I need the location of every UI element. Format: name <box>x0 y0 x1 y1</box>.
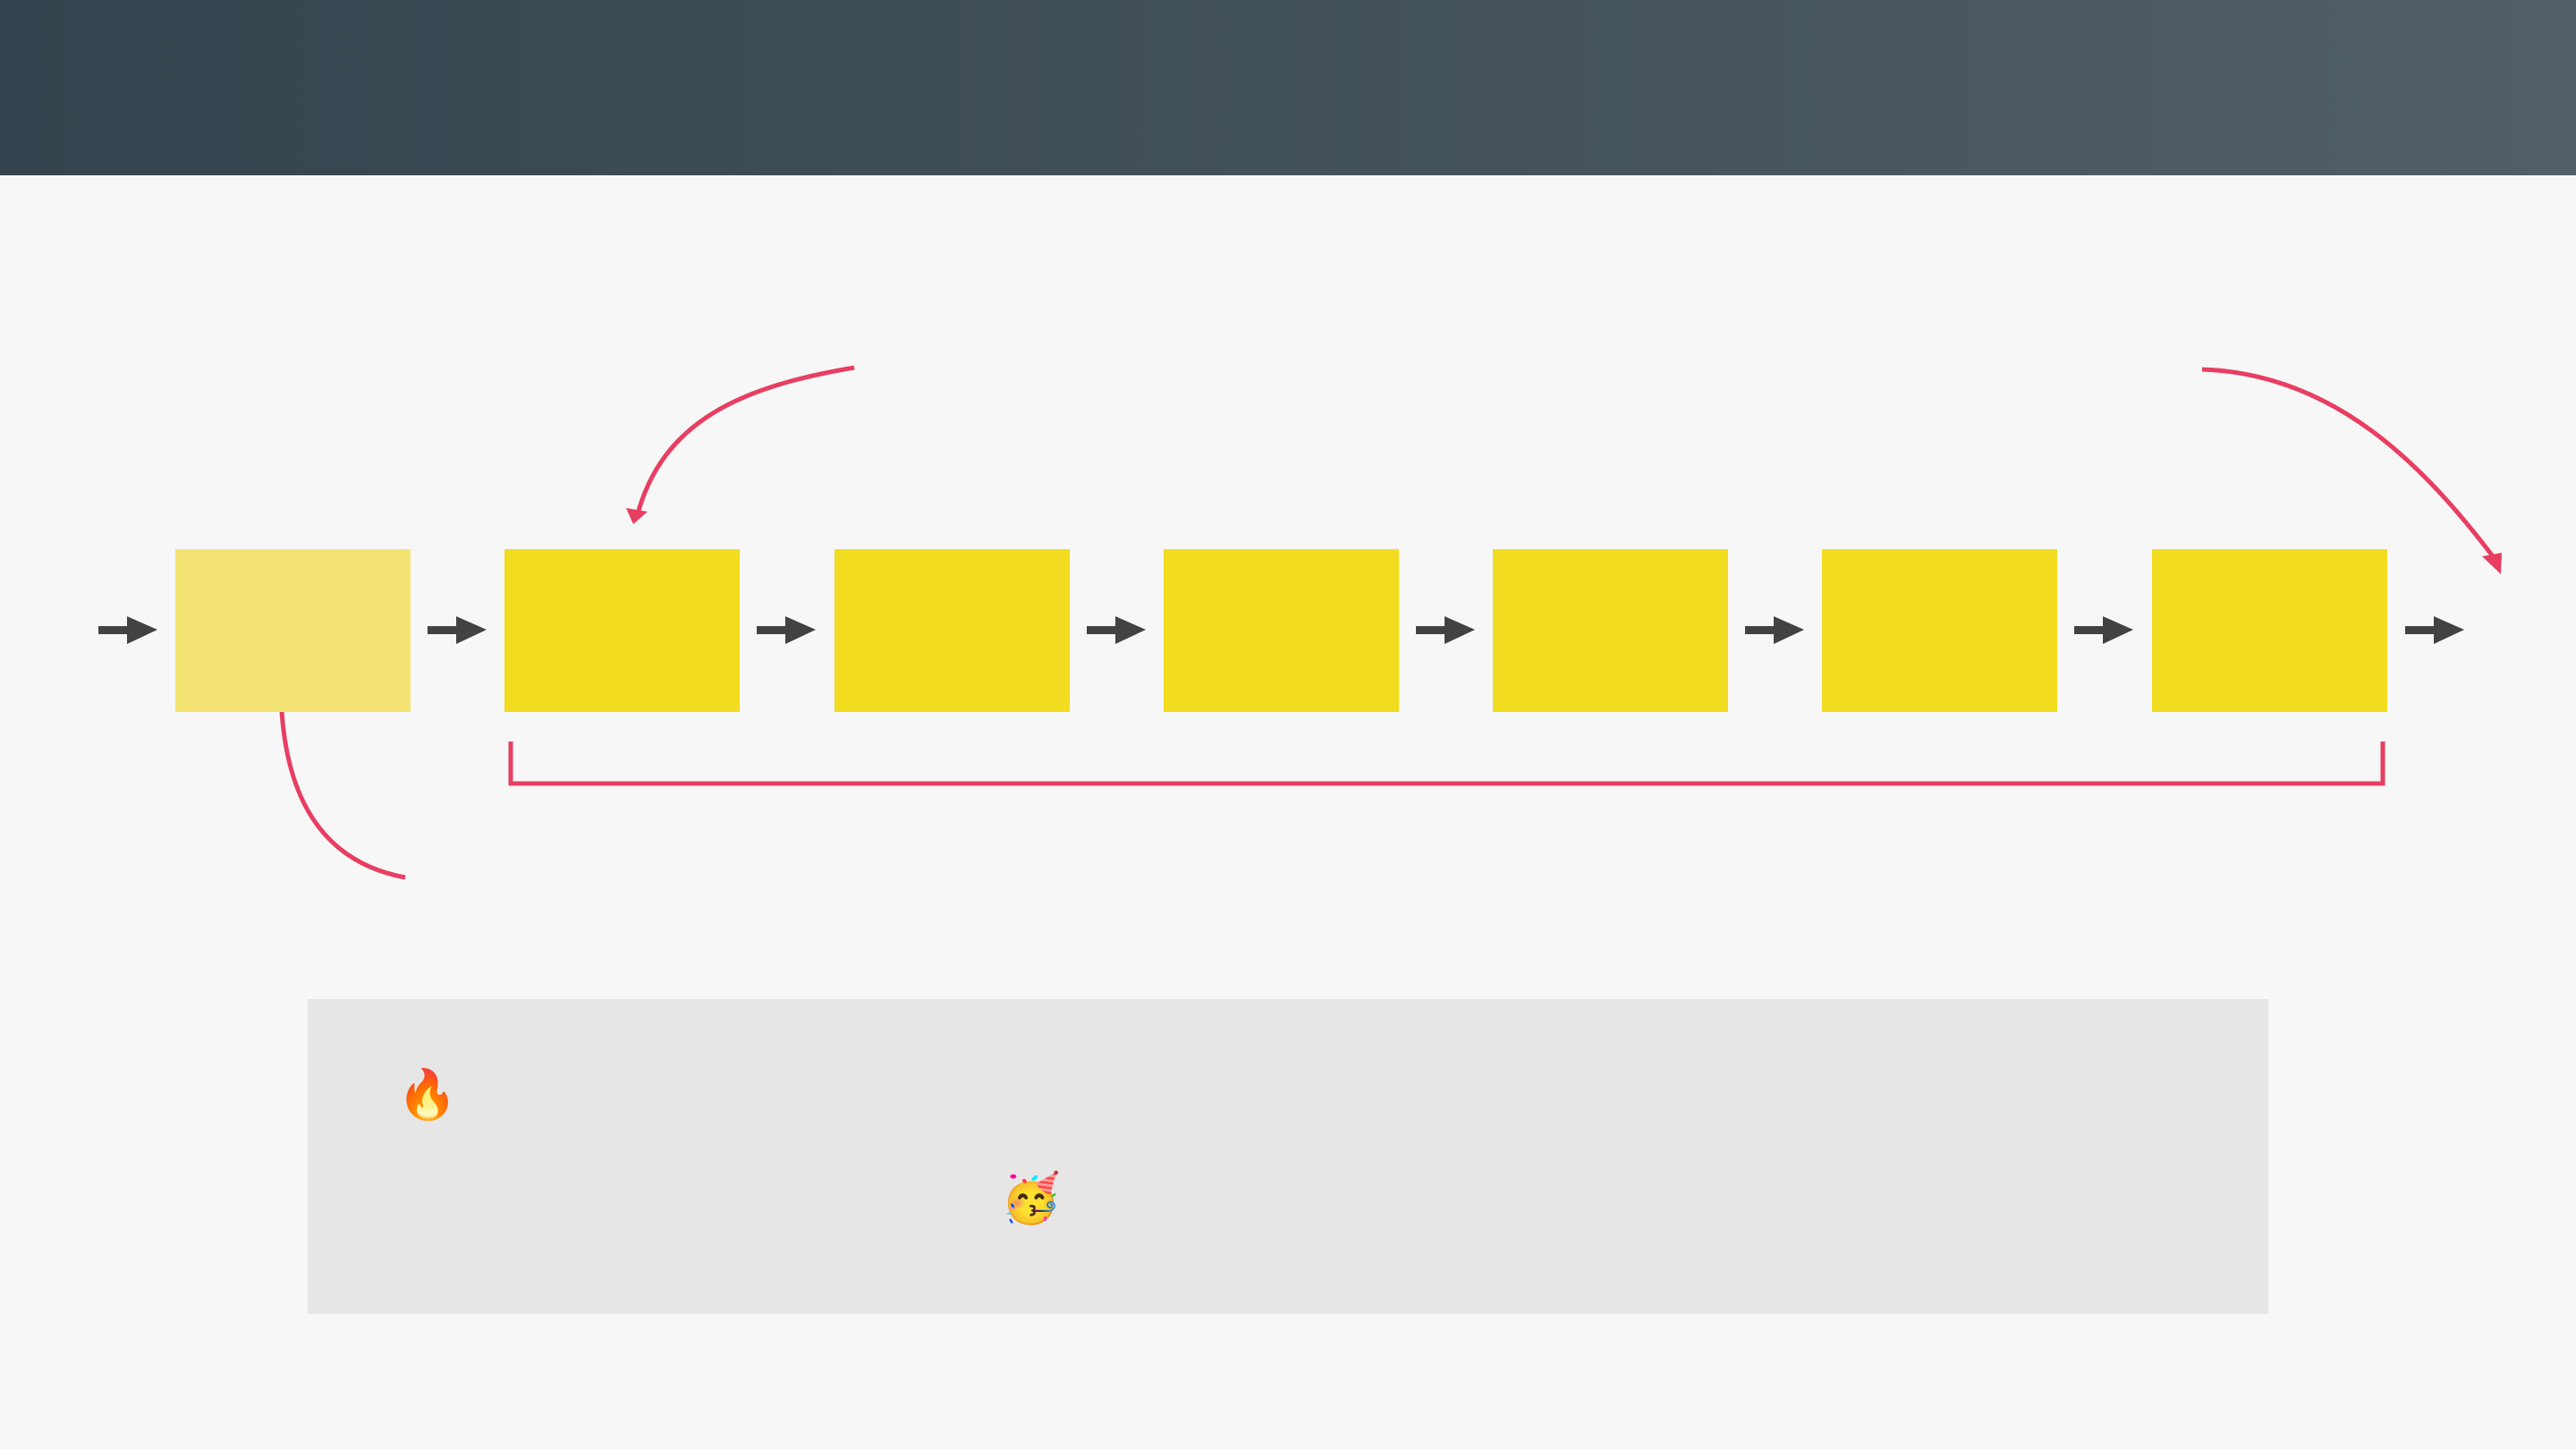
connector-arrow <box>2405 616 2464 644</box>
annotation-arrowhead-to-tail <box>2482 553 2502 574</box>
connector-arrow <box>1087 616 1146 644</box>
connector-arrow <box>757 616 816 644</box>
queue-block <box>504 549 740 712</box>
connector-arrow <box>1416 616 1475 644</box>
queue-block <box>1822 549 2057 712</box>
annotation-arrow-to-tail <box>2201 367 2497 562</box>
queue-block <box>1493 549 1728 712</box>
queue-block-removed <box>175 549 411 712</box>
queue-block <box>835 549 1070 712</box>
queue-bracket <box>508 741 2385 786</box>
annotation-arrowhead-to-head <box>626 508 648 524</box>
fire-icon: 🔥 <box>397 1066 458 1123</box>
connector-arrow <box>98 616 157 644</box>
header-bar <box>0 0 2576 175</box>
queue-block <box>1164 549 1399 712</box>
party-face-icon: 🥳 <box>1001 1170 1062 1226</box>
note-panel: 🔥 🥳 <box>308 999 2268 1314</box>
queue-block <box>2152 549 2387 712</box>
connector-arrow <box>2074 616 2133 644</box>
connector-arrow <box>1745 616 1804 644</box>
connector-arrow <box>428 616 487 644</box>
annotation-arrow-to-head <box>634 365 855 518</box>
